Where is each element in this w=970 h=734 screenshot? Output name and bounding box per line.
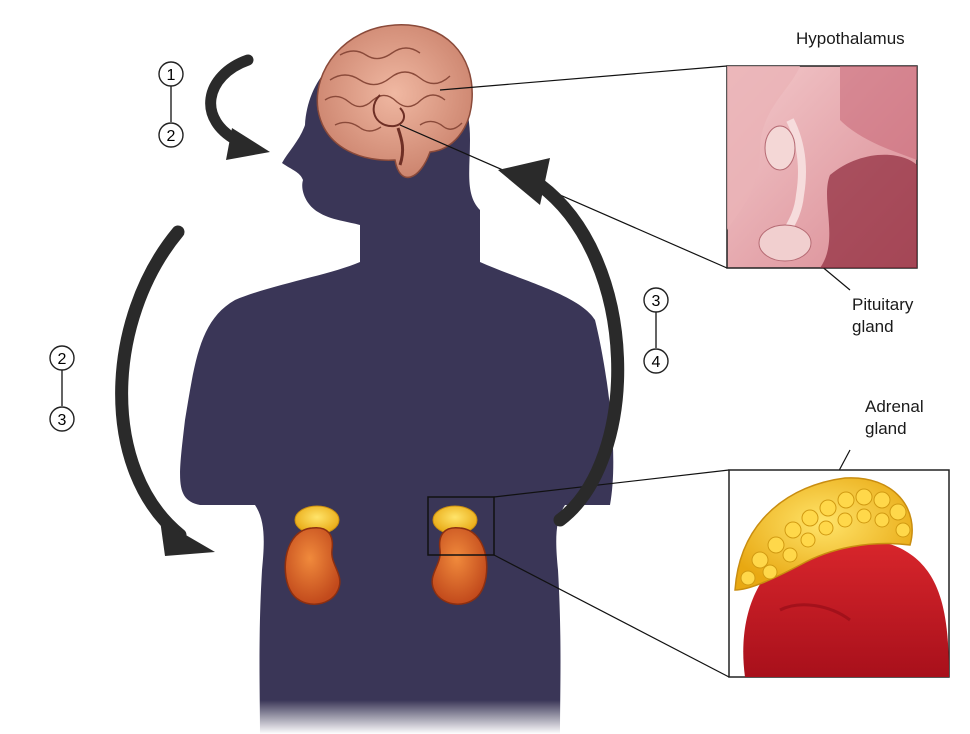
- adrenal-gland-label: Adrenal gland: [865, 396, 924, 440]
- arrow-top: [211, 60, 270, 160]
- step-marker-left: 2 3: [50, 346, 74, 431]
- step-label: 3: [652, 293, 661, 310]
- step-label: 1: [167, 67, 176, 84]
- step-label: 4: [652, 354, 661, 371]
- step-label: 3: [58, 412, 67, 429]
- hypothalamus-label: Hypothalamus: [796, 28, 905, 50]
- hypothalamus-inset: [727, 66, 917, 268]
- step-label: 2: [58, 351, 67, 368]
- adrenal-inset: [729, 470, 949, 677]
- pituitary-gland-label: Pituitary gland: [852, 294, 913, 338]
- step-label: 2: [167, 128, 176, 145]
- step-marker-top: 1 2: [159, 62, 183, 147]
- step-marker-right: 3 4: [644, 288, 668, 373]
